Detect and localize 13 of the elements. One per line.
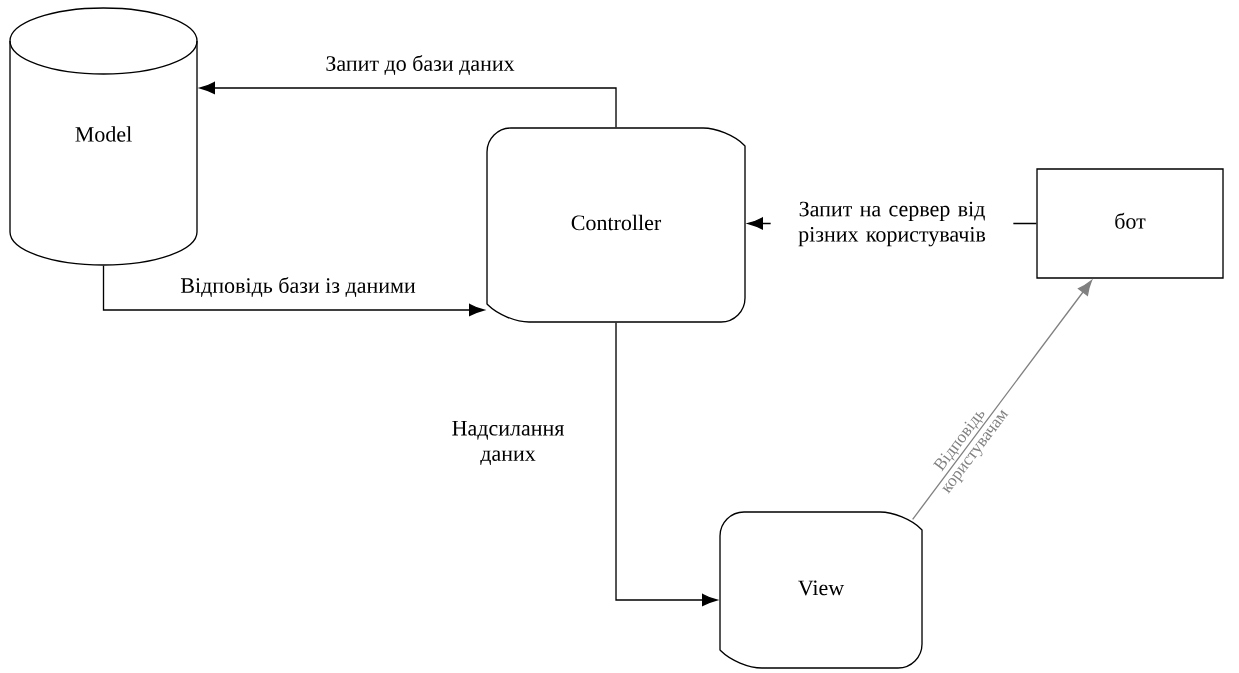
arrow <box>615 322 718 607</box>
arrow <box>199 81 617 128</box>
process-box: Controller <box>486 127 746 323</box>
node-label: Model <box>75 126 132 142</box>
process-box: View <box>719 511 923 669</box>
arrow <box>912 280 1093 520</box>
process-box: бот <box>1036 168 1224 279</box>
edge-label: Відповідь бази із даними <box>180 277 416 297</box>
edge-label: Надсилання даних <box>452 421 564 465</box>
edge-label: Запит на сервер від різних користувачів <box>770 200 1014 248</box>
database-cylinder: Model <box>9 7 198 266</box>
arrow <box>102 265 485 317</box>
edge-label: Запит до бази даних <box>326 55 515 75</box>
